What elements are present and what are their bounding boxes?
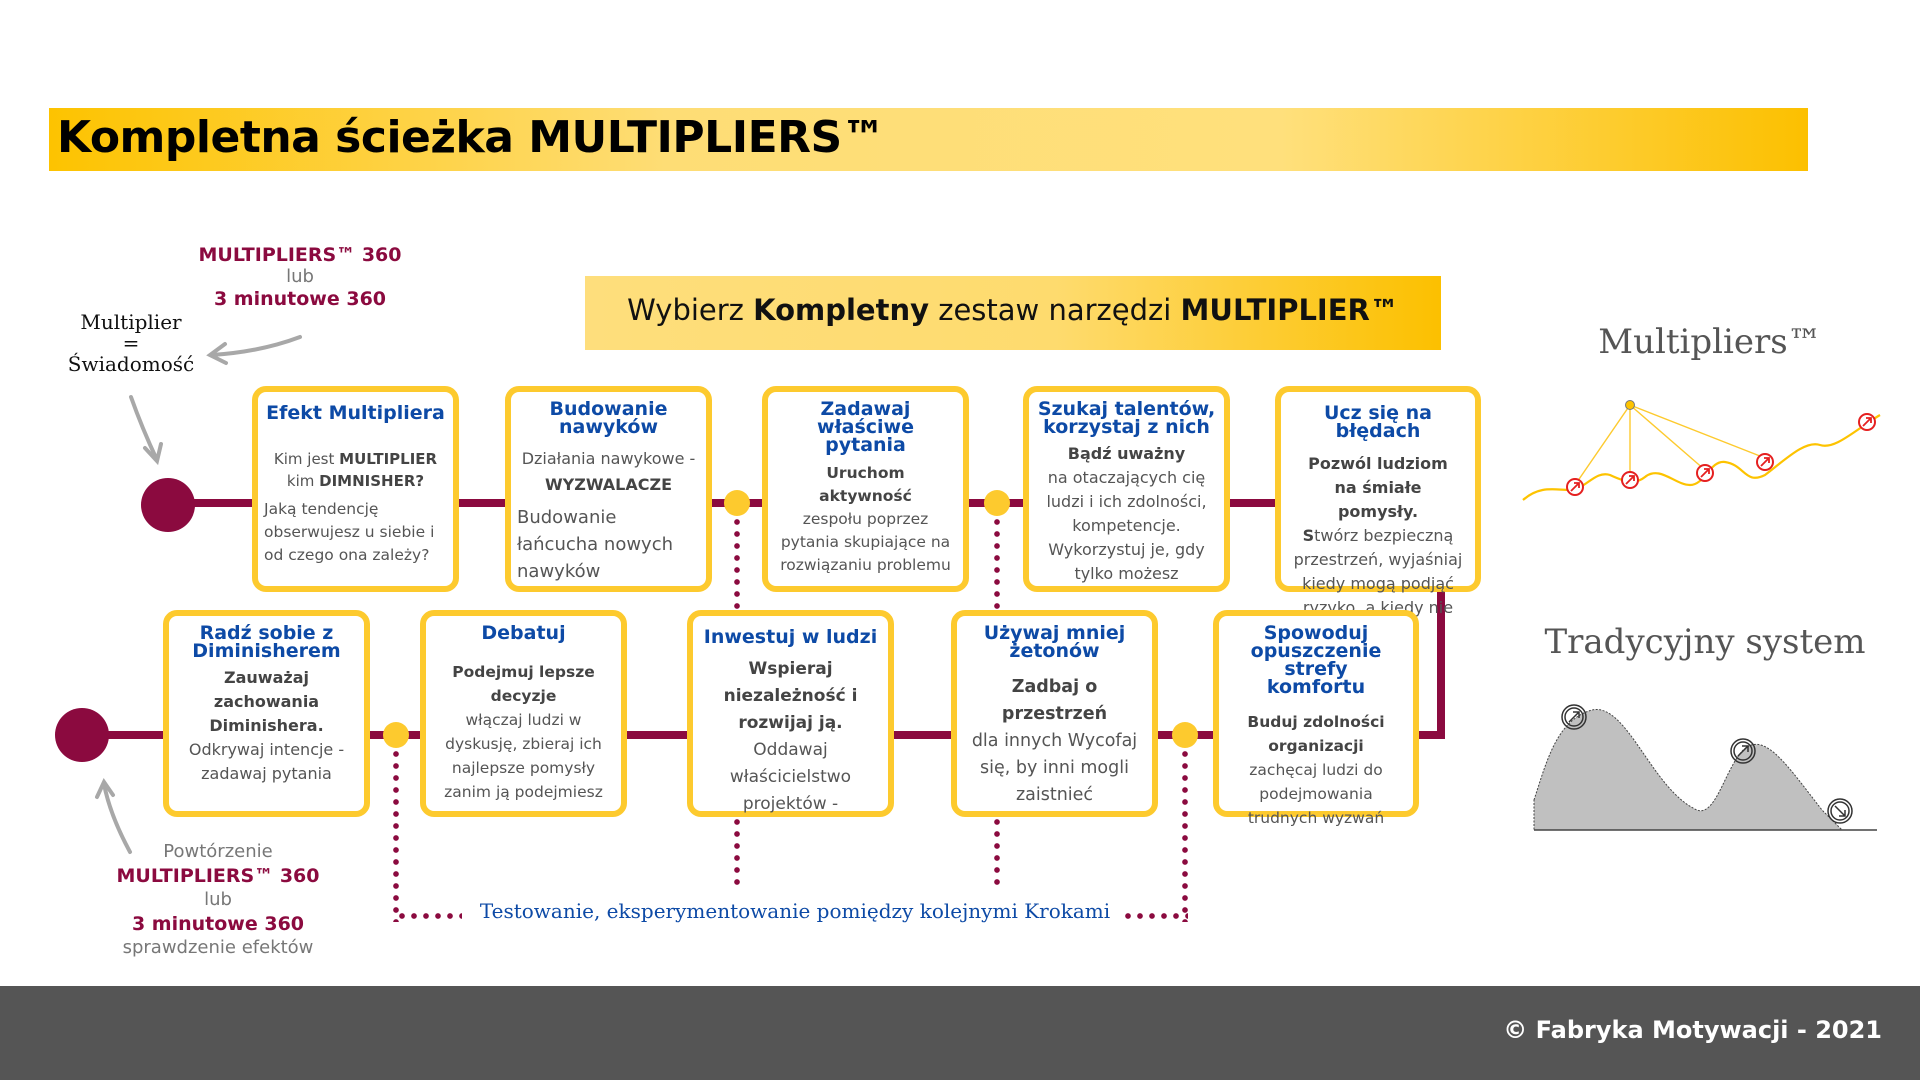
step-text: Budowanie łańcucha nowych nawyków	[517, 507, 674, 582]
subtitle-banner: Wybierz Kompletny zestaw narzędzi MULTIP…	[585, 276, 1441, 350]
checkpoint-dot	[984, 490, 1010, 516]
step-text: Jaką tendencję obserwujesz u siebie i od…	[264, 500, 435, 564]
step-text: zespołu poprzez pytania skupiające na ro…	[780, 510, 951, 574]
arrow-up-icons	[1570, 417, 1872, 492]
start-circle-top	[141, 478, 195, 532]
step-card[interactable]: Inwestuj w ludzi Wspieraj niezależność i…	[687, 610, 894, 817]
start-circle-bottom	[55, 708, 109, 762]
dotted-line	[1122, 913, 1188, 919]
step-card[interactable]: Zadawaj właściwe pytania Uruchom aktywno…	[762, 386, 969, 592]
step-text: Działania nawykowe -	[521, 449, 696, 468]
subtitle-part: Wybierz	[627, 293, 754, 327]
step-bold: Wspieraj niezależność i rozwijaj ją.	[723, 659, 858, 733]
step-text: Kim jest	[273, 450, 340, 468]
step-card[interactable]: Radź sobie z Diminisherem Zauważaj zacho…	[163, 610, 370, 817]
path-line-connector	[1437, 592, 1445, 737]
copyright: © Fabryka Motywacji - 2021	[1503, 1016, 1882, 1044]
checkpoint-dot	[383, 722, 409, 748]
footer: © Fabryka Motywacji - 2021	[0, 986, 1920, 1080]
step-title: Ucz się na błędach	[1323, 402, 1433, 442]
step-text: na otaczających cię ludzi i ich zdolnośc…	[1046, 468, 1207, 583]
subtitle-text: Wybierz Kompletny zestaw narzędzi MULTIP…	[585, 293, 1441, 327]
step-title: Budowanie nawyków	[549, 398, 668, 438]
arrow-icons	[1561, 704, 1853, 824]
top-note-line3: 3 minutowe 360	[213, 288, 387, 310]
arrow-to-start-icon	[129, 395, 163, 466]
step-title: Szukaj talentów, korzystaj z nich	[1037, 398, 1216, 438]
bottom-note-line4: 3 minutowe 360	[131, 913, 305, 935]
step-bold: Buduj zdolności organizacji	[1247, 713, 1385, 755]
step-title: Debatuj	[481, 622, 566, 644]
dotted-line	[396, 913, 462, 919]
step-title: Efekt Multipliera	[266, 402, 445, 424]
step-bold: WYZWALACZE	[545, 475, 672, 494]
step-card[interactable]: Budowanie nawyków Działania nawykowe - W…	[505, 386, 712, 592]
step-text: Odkrywaj intencje - zadawaj pytania	[188, 740, 345, 783]
step-text: twórz bezpieczną przestrzeń, wyjaśniaj k…	[1293, 526, 1463, 617]
bottom-note-line1: Powtórzenie	[163, 841, 273, 862]
multipliers-graphic	[1522, 400, 1881, 501]
step-text: włączaj ludzi w dyskusję, zbieraj ich na…	[444, 711, 603, 801]
step-card[interactable]: Używaj mniej żetonów Zadbaj o przestrzeń…	[951, 610, 1158, 817]
step-bold: Bądź uważny	[1067, 444, 1186, 463]
subtitle-part: zestaw narzędzi	[929, 293, 1181, 327]
checkpoint-dot	[1172, 722, 1198, 748]
bottom-note-line5: sprawdzenie efektów	[122, 937, 314, 958]
subtitle-bold: Kompletny	[753, 293, 930, 327]
step-bold: Zadbaj o przestrzeń	[1001, 677, 1108, 724]
awareness-line2: =	[122, 331, 140, 355]
dotted-line	[393, 748, 399, 922]
step-bold: Zauważaj zachowania Diminishera.	[209, 668, 324, 735]
bottom-note-line3: lub	[204, 889, 232, 910]
checkpoint-dot	[724, 490, 750, 516]
step-bold: S	[1302, 526, 1315, 545]
step-title: Inwestuj w ludzi	[703, 626, 878, 648]
arrow-to-awareness-icon	[206, 335, 302, 365]
dotted-line	[1182, 748, 1188, 922]
step-title: Radź sobie z Diminisherem	[192, 622, 341, 662]
mountain-shape	[1533, 709, 1844, 831]
step-bold: DIMNISHER?	[319, 472, 425, 490]
growth-arrow-icons	[1566, 413, 1876, 496]
title-bar: Kompletna ścieżka MULTIPLIERS™	[49, 108, 1808, 171]
step-bold: Uruchom aktywność	[819, 464, 912, 505]
awareness-line3: Świadomość	[67, 352, 195, 376]
step-text: zachęcaj ludzi do podejmowania trudnych …	[1247, 761, 1385, 827]
step-title: Zadawaj właściwe pytania	[817, 398, 914, 456]
step-title: Spowoduj opuszczenie strefy komfortu	[1250, 622, 1382, 698]
arrow-from-repeat-icon	[95, 777, 132, 854]
testing-label: Testowanie, eksperymentowanie pomiędzy k…	[479, 899, 1111, 923]
top-note: MULTIPLIERS™ 360 lub 3 minutowe 360	[180, 244, 420, 310]
step-bold: Podejmuj lepsze decyzje	[452, 663, 595, 705]
awareness-label: Multiplier = Świadomość	[56, 312, 206, 375]
traditional-graphic	[1533, 704, 1877, 831]
step-card[interactable]: Debatuj Podejmuj lepsze decyzje włączaj …	[420, 610, 627, 817]
page-title: Kompletna ścieżka MULTIPLIERS™	[57, 112, 886, 163]
step-text: dla innych Wycofaj się, by inni mogli za…	[971, 731, 1138, 805]
subtitle-bold: MULTIPLIER™	[1180, 293, 1399, 327]
bottom-note-line2: MULTIPLIERS™ 360	[116, 865, 320, 887]
step-bold: MULTIPLIER	[339, 450, 438, 468]
step-card[interactable]: Ucz się na błędach Pozwól ludziom na śmi…	[1275, 386, 1481, 617]
step-card[interactable]: Spowoduj opuszczenie strefy komfortu Bud…	[1213, 610, 1419, 827]
step-card[interactable]: Szukaj talentów, korzystaj z nich Bądź u…	[1023, 386, 1230, 592]
traditional-graphic-label: Tradycyjny system	[1544, 622, 1866, 662]
bottom-note: Powtórzenie MULTIPLIERS™ 360 lub 3 minut…	[98, 840, 338, 960]
multipliers-graphic-label: Multipliers™	[1598, 322, 1822, 362]
leader-dot	[1625, 400, 1635, 410]
step-card[interactable]: Efekt Multipliera Kim jest MULTIPLIER ki…	[252, 386, 459, 592]
awareness-line1: Multiplier	[80, 310, 182, 334]
step-text: kim	[286, 472, 320, 490]
step-title: Używaj mniej żetonów	[983, 622, 1126, 662]
step-text: Oddawaj właścicielstwo projektów -	[729, 740, 852, 814]
step-bold: Pozwól ludziom na śmiałe pomysły.	[1308, 454, 1448, 521]
top-note-line2: lub	[286, 266, 314, 287]
top-note-line1: MULTIPLIERS™ 360	[198, 244, 402, 266]
